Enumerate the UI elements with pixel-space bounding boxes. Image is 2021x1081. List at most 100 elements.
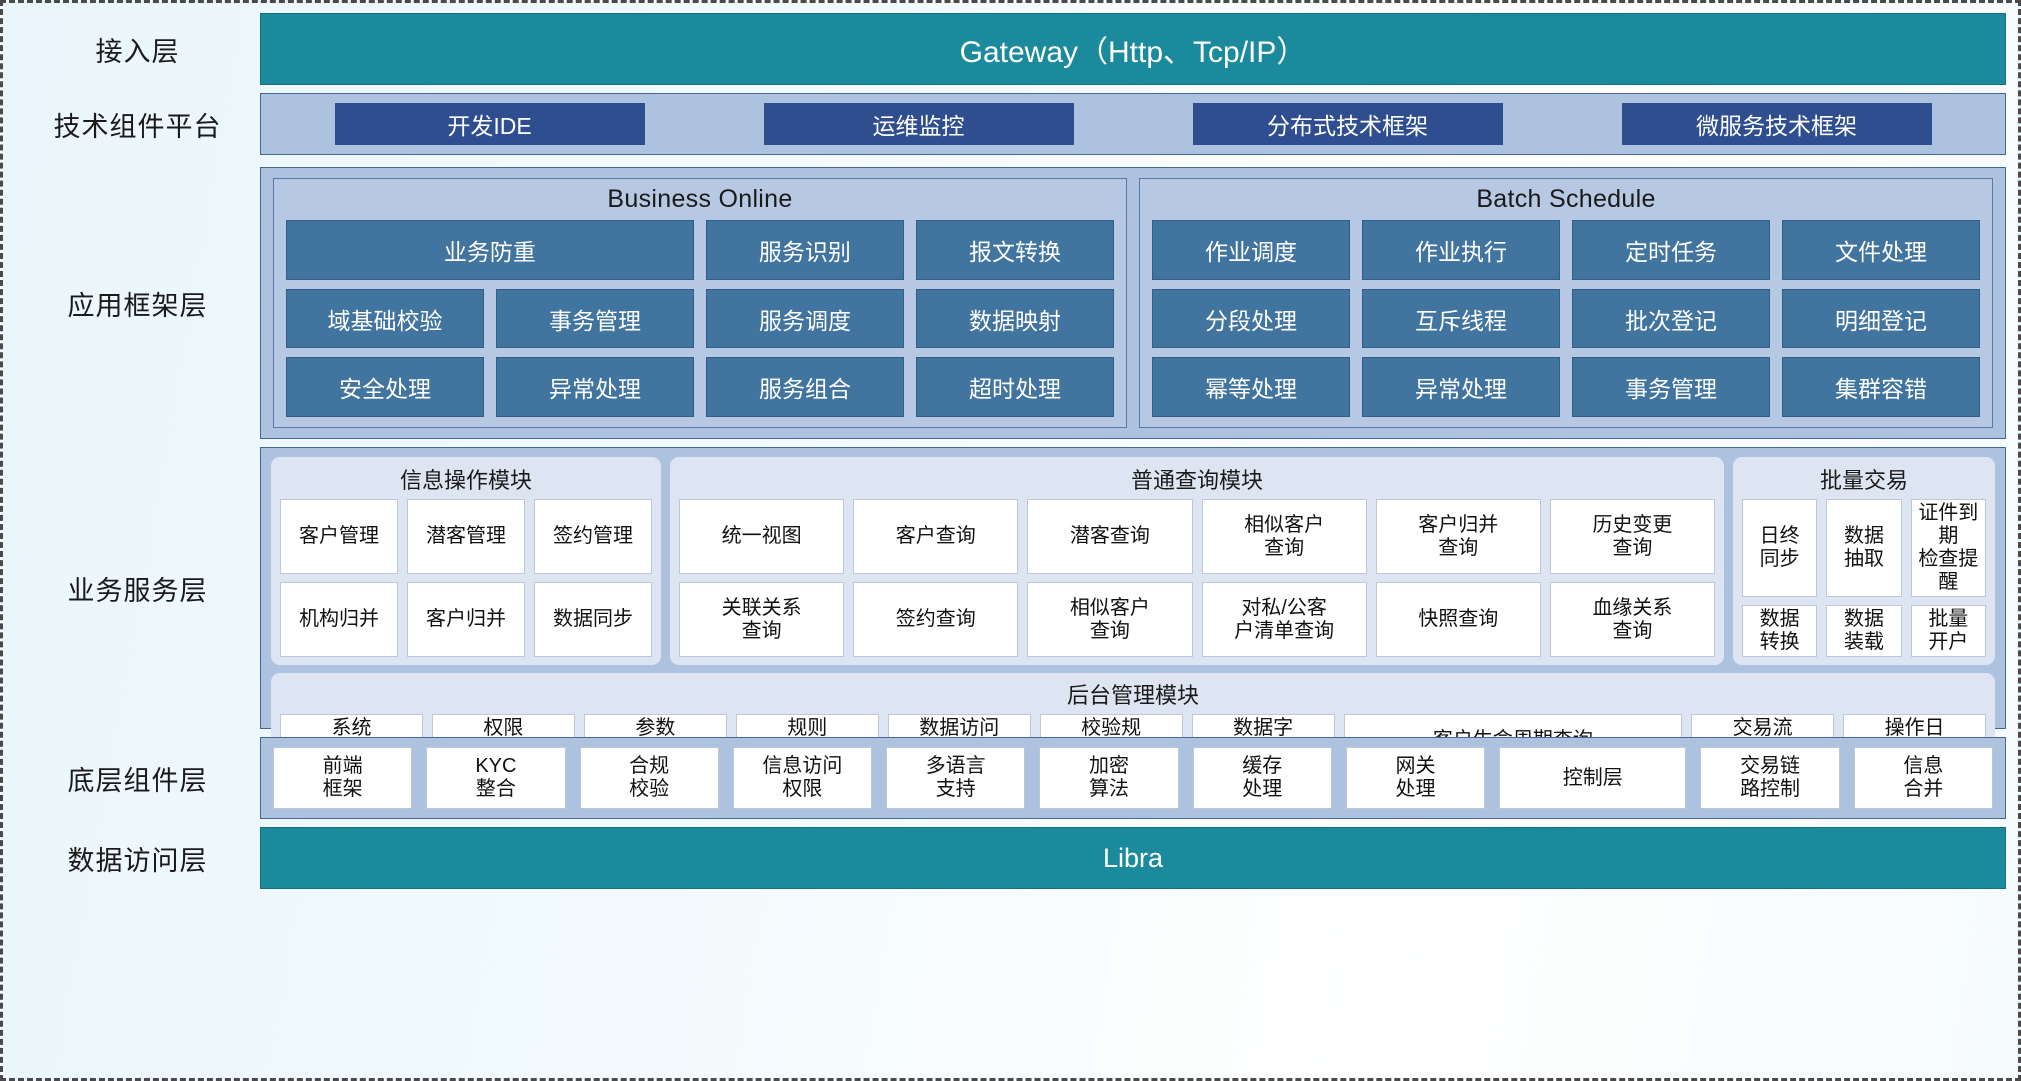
bsl-cell-snapshot-query[interactable]: 快照查询 bbox=[1375, 582, 1541, 657]
layer-row-tech-platform: 技术组件平台 开发IDE 运维监控 分布式技术框架 微服务技术框架 bbox=[15, 93, 2006, 155]
app-framework-row: 分段处理 互斥线程 批次登记 明细登记 bbox=[1152, 288, 1980, 349]
bsl-cell-data-sync[interactable]: 数据同步 bbox=[534, 582, 652, 657]
app-cell-scheduled-task[interactable]: 定时任务 bbox=[1572, 220, 1770, 280]
tech-chip-distributed-framework[interactable]: 分布式技术框架 bbox=[1192, 103, 1503, 145]
app-framework-row: 幂等处理 异常处理 事务管理 集群容错 bbox=[1152, 357, 1980, 418]
comp-cell-encryption-algorithm[interactable]: 加密算法 bbox=[1039, 747, 1179, 809]
gateway-banner: Gateway（Http、Tcp/IP） bbox=[260, 13, 2006, 85]
group-info-operation: 信息操作模块 客户管理 潜客管理 签约管理 机构归并 客户归并 数据同步 bbox=[271, 457, 661, 665]
layer-label-data-access: 数据访问层 bbox=[67, 845, 208, 877]
comp-cell-gateway-processing[interactable]: 网关处理 bbox=[1345, 747, 1486, 809]
layer-label-component: 底层组件层 bbox=[67, 765, 208, 797]
bsl-cell-history-change-query[interactable]: 历史变更查询 bbox=[1549, 499, 1716, 574]
business-service-row: 数据转换 数据装载 批量开户 bbox=[1742, 605, 1986, 657]
group-title-admin-module: 后台管理模块 bbox=[1066, 683, 1199, 708]
comp-cell-info-merge[interactable]: 信息合并 bbox=[1853, 747, 1993, 809]
comp-cell-transaction-chain-control[interactable]: 交易链路控制 bbox=[1700, 747, 1840, 809]
group-title-common-query: 普通查询模块 bbox=[1130, 468, 1263, 493]
app-cell-message-transform[interactable]: 报文转换 bbox=[915, 220, 1114, 280]
panel-title-business-online: Business Online bbox=[607, 185, 793, 213]
app-framework-row: 安全处理 异常处理 服务组合 超时处理 bbox=[286, 357, 1114, 418]
app-cell-transaction-mgmt-batch[interactable]: 事务管理 bbox=[1572, 357, 1770, 418]
tech-platform-band: 开发IDE 运维监控 分布式技术框架 微服务技术框架 bbox=[260, 93, 2006, 155]
bsl-cell-cert-expiry-reminder[interactable]: 证件到期检查提醒 bbox=[1910, 499, 1986, 597]
app-cell-idempotent-processing[interactable]: 幂等处理 bbox=[1152, 357, 1350, 418]
app-cell-domain-validation[interactable]: 域基础校验 bbox=[286, 288, 484, 349]
panel-batch-schedule: Batch Schedule 作业调度 作业执行 定时任务 文件处理 分段处理 … bbox=[1139, 178, 1993, 428]
comp-cell-cache-processing[interactable]: 缓存处理 bbox=[1192, 747, 1332, 809]
bsl-cell-prospect-query[interactable]: 潜客查询 bbox=[1027, 499, 1193, 574]
app-cell-service-scheduling[interactable]: 服务调度 bbox=[706, 288, 904, 349]
bsl-cell-prospect-mgmt[interactable]: 潜客管理 bbox=[407, 499, 525, 574]
app-cell-segment-processing[interactable]: 分段处理 bbox=[1152, 288, 1350, 349]
bsl-cell-customer-mgmt[interactable]: 客户管理 bbox=[280, 499, 398, 574]
app-framework-row: 业务防重 服务识别 报文转换 bbox=[286, 220, 1114, 280]
bsl-cell-similar-customer-query-2[interactable]: 相似客户查询 bbox=[1027, 582, 1193, 657]
business-service-row: 统一视图 客户查询 潜客查询 相似客户查询 客户归并查询 历史变更查询 bbox=[679, 499, 1716, 574]
bsl-cell-data-transform[interactable]: 数据转换 bbox=[1742, 605, 1818, 657]
layer-row-access: 接入层 Gateway（Http、Tcp/IP） bbox=[15, 13, 2006, 85]
app-cell-transaction-mgmt[interactable]: 事务管理 bbox=[496, 288, 694, 349]
app-cell-cluster-fault-tolerance[interactable]: 集群容错 bbox=[1782, 357, 1980, 418]
bsl-cell-similar-customer-query[interactable]: 相似客户查询 bbox=[1201, 499, 1367, 574]
group-title-info-operation: 信息操作模块 bbox=[399, 468, 532, 493]
layer-label-business-service: 业务服务层 bbox=[67, 575, 208, 607]
app-cell-job-execution[interactable]: 作业执行 bbox=[1362, 220, 1560, 280]
business-service-row: 日终同步 数据抽取 证件到期检查提醒 bbox=[1742, 499, 1986, 597]
comp-cell-info-access-permission[interactable]: 信息访问权限 bbox=[732, 747, 873, 809]
app-cell-security-processing[interactable]: 安全处理 bbox=[286, 357, 484, 418]
bsl-cell-private-corporate-list-query[interactable]: 对私/公客户清单查询 bbox=[1201, 582, 1367, 657]
bsl-cell-data-extract[interactable]: 数据抽取 bbox=[1826, 499, 1902, 597]
app-cell-business-dedup[interactable]: 业务防重 bbox=[286, 220, 694, 280]
layer-label-app-framework: 应用框架层 bbox=[67, 290, 208, 322]
app-cell-exception-handling-batch[interactable]: 异常处理 bbox=[1362, 357, 1560, 418]
app-cell-data-mapping[interactable]: 数据映射 bbox=[916, 288, 1114, 349]
bsl-cell-customer-merge[interactable]: 客户归并 bbox=[407, 582, 525, 657]
layer-row-business-service: 业务服务层 信息操作模块 客户管理 潜客管理 签约管理 bbox=[15, 447, 2006, 769]
tech-chip-ops-monitoring[interactable]: 运维监控 bbox=[763, 103, 1074, 145]
app-cell-timeout-handling[interactable]: 超时处理 bbox=[916, 357, 1114, 418]
bsl-cell-customer-merge-query[interactable]: 客户归并查询 bbox=[1375, 499, 1541, 574]
bsl-cell-lineage-query[interactable]: 血缘关系查询 bbox=[1549, 582, 1716, 657]
app-framework-row: 作业调度 作业执行 定时任务 文件处理 bbox=[1152, 220, 1980, 280]
app-cell-detail-registration[interactable]: 明细登记 bbox=[1782, 288, 1980, 349]
bsl-cell-customer-query[interactable]: 客户查询 bbox=[853, 499, 1019, 574]
group-batch-transaction: 批量交易 日终同步 数据抽取 证件到期检查提醒 数据转换 数据装载 批量开户 bbox=[1733, 457, 1995, 665]
layer-label-access: 接入层 bbox=[95, 36, 180, 68]
layer-row-app-framework: 应用框架层 Business Online 业务防重 服务识别 报文转换 域基础… bbox=[15, 167, 2006, 439]
app-cell-batch-registration[interactable]: 批次登记 bbox=[1572, 288, 1770, 349]
bsl-cell-batch-account-open[interactable]: 批量开户 bbox=[1910, 605, 1986, 657]
app-framework-container: Business Online 业务防重 服务识别 报文转换 域基础校验 事务管… bbox=[260, 167, 2006, 439]
business-service-row: 客户管理 潜客管理 签约管理 bbox=[280, 499, 652, 574]
app-cell-file-processing[interactable]: 文件处理 bbox=[1782, 220, 1980, 280]
comp-cell-multilanguage-support[interactable]: 多语言支持 bbox=[886, 747, 1026, 809]
comp-cell-compliance-check[interactable]: 合规校验 bbox=[579, 747, 719, 809]
bsl-cell-eod-sync[interactable]: 日终同步 bbox=[1742, 499, 1818, 597]
app-cell-exception-handling[interactable]: 异常处理 bbox=[496, 357, 694, 418]
comp-cell-frontend-framework[interactable]: 前端框架 bbox=[273, 747, 413, 809]
bsl-cell-relationship-query[interactable]: 关联关系查询 bbox=[679, 582, 845, 657]
business-service-row: 关联关系查询 签约查询 相似客户查询 对私/公客户清单查询 快照查询 血缘关系查… bbox=[679, 582, 1716, 657]
bsl-cell-data-load[interactable]: 数据装载 bbox=[1826, 605, 1902, 657]
panel-title-batch-schedule: Batch Schedule bbox=[1476, 185, 1656, 213]
app-cell-service-identify[interactable]: 服务识别 bbox=[705, 220, 904, 280]
tech-chip-dev-ide[interactable]: 开发IDE bbox=[334, 103, 645, 145]
layer-row-data-access: 数据访问层 Libra bbox=[15, 827, 2006, 889]
group-title-batch-transaction: 批量交易 bbox=[1819, 468, 1908, 493]
tech-chip-microservice-framework[interactable]: 微服务技术框架 bbox=[1621, 103, 1932, 145]
layer-label-tech-platform: 技术组件平台 bbox=[53, 111, 222, 143]
business-service-container: 信息操作模块 客户管理 潜客管理 签约管理 机构归并 客户归并 数据同步 bbox=[260, 447, 2006, 769]
bsl-cell-contract-query[interactable]: 签约查询 bbox=[853, 582, 1019, 657]
comp-cell-control-layer[interactable]: 控制层 bbox=[1499, 747, 1687, 809]
bsl-cell-org-merge[interactable]: 机构归并 bbox=[280, 582, 398, 657]
app-cell-mutex-thread[interactable]: 互斥线程 bbox=[1362, 288, 1560, 349]
libra-banner: Libra bbox=[260, 827, 2006, 889]
group-common-query: 普通查询模块 统一视图 客户查询 潜客查询 相似客户查询 客户归并查询 历史变更… bbox=[670, 457, 1724, 665]
app-cell-service-composition[interactable]: 服务组合 bbox=[706, 357, 904, 418]
app-cell-job-scheduling[interactable]: 作业调度 bbox=[1152, 220, 1350, 280]
bsl-cell-contract-mgmt[interactable]: 签约管理 bbox=[534, 499, 652, 574]
bsl-cell-unified-view[interactable]: 统一视图 bbox=[679, 499, 845, 574]
